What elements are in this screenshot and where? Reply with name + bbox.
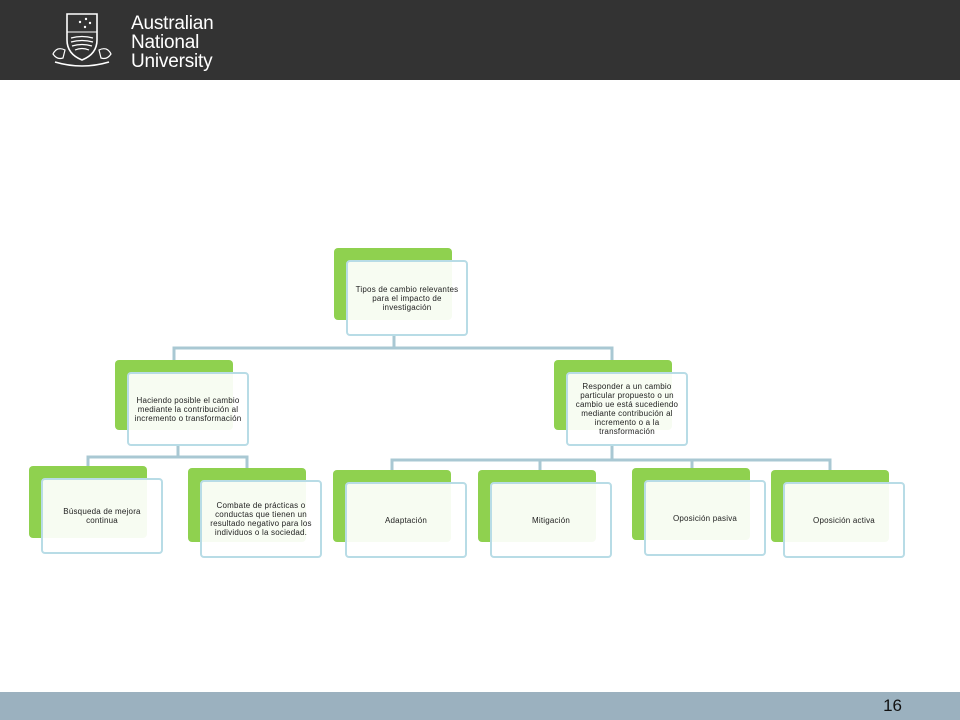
right-branch-label: Responder a un cambio particular propues…: [566, 372, 688, 446]
right-child-node-1: Adaptación: [333, 470, 467, 558]
connector-left-branch: [86, 446, 249, 468]
right-child-label-3: Oposición pasiva: [644, 480, 766, 556]
logo-line-1: Australian: [131, 13, 214, 34]
right-child-label-1: Adaptación: [345, 482, 467, 558]
root-node: Tipos de cambio relevantes para el impac…: [334, 248, 468, 336]
left-branch-node: Haciendo posible el cambio mediante la c…: [115, 360, 249, 446]
left-branch-label: Haciendo posible el cambio mediante la c…: [127, 372, 249, 446]
right-child-node-3: Oposición pasiva: [632, 468, 766, 556]
connector-root: [172, 334, 614, 360]
logo-wordmark: Australian National University: [131, 14, 214, 71]
left-child-node-1: Búsqueda de mejora continua: [29, 466, 163, 554]
left-child-label-1: Búsqueda de mejora continua: [41, 478, 163, 554]
right-child-node-4: Oposición activa: [771, 470, 905, 558]
logo-line-2: National: [131, 32, 200, 53]
footer-bar: 16: [0, 692, 960, 720]
page-number: 16: [883, 696, 902, 715]
crest-icon: [52, 13, 112, 67]
logo-line-3: University: [131, 51, 213, 72]
right-branch-node: Responder a un cambio particular propues…: [554, 360, 688, 446]
left-child-node-2: Combate de prácticas o conductas que tie…: [188, 468, 322, 558]
right-child-node-2: Mitigación: [478, 470, 612, 558]
connector-right-branch: [390, 446, 832, 470]
right-child-label-4: Oposición activa: [783, 482, 905, 558]
header-bar: Australian National University: [0, 0, 960, 80]
right-child-label-2: Mitigación: [490, 482, 612, 558]
root-node-label: Tipos de cambio relevantes para el impac…: [346, 260, 468, 336]
left-child-label-2: Combate de prácticas o conductas que tie…: [200, 480, 322, 558]
anu-logo: Australian National University: [45, 8, 225, 72]
